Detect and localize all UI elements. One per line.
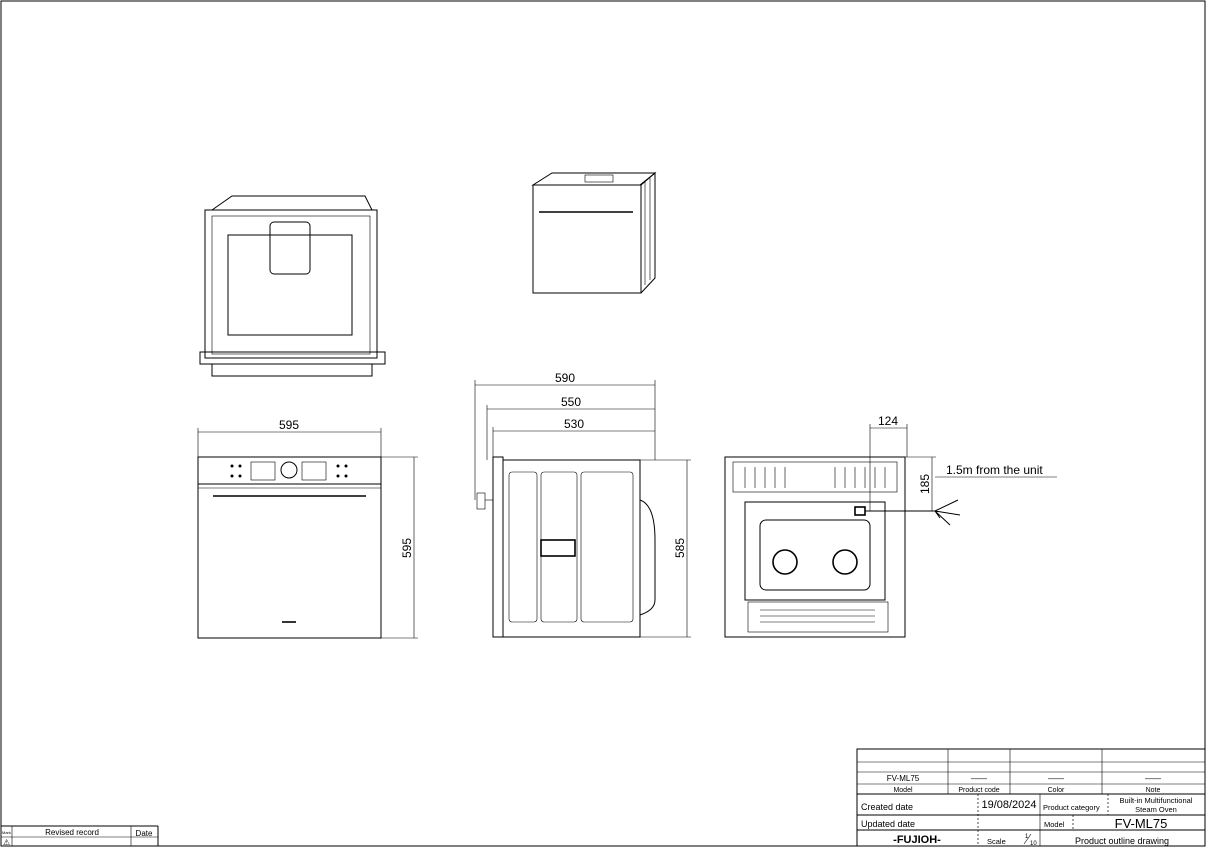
dim-side-height: 585: [673, 538, 687, 558]
created-date-label: Created date: [861, 802, 913, 812]
dim-side-inner: 530: [564, 417, 584, 431]
isometric-view: [531, 171, 657, 294]
dim-back-offset: 124: [878, 414, 898, 428]
product-category-value-1: Built-in Multifunctional: [1120, 796, 1193, 805]
revised-record-label: Revised record: [45, 828, 99, 837]
product-code-value: ——: [971, 774, 987, 783]
revision-block: Mark Revised record Date ⚠: [1, 825, 159, 847]
drawing-type: Product outline drawing: [1075, 836, 1169, 846]
color-value: ——: [1048, 774, 1064, 783]
revision-mark-icon: ⚠: [3, 838, 10, 847]
updated-date-label: Updated date: [861, 819, 915, 829]
note-value: ——: [1145, 774, 1161, 783]
control-buttons: [230, 464, 348, 478]
front-view: 595 595: [197, 418, 418, 639]
cable-length-note: 1.5m from the unit: [946, 463, 1043, 477]
side-view: 590 550 530 585: [474, 371, 691, 638]
scale-label: Scale: [987, 837, 1006, 846]
color-label: Color: [1048, 787, 1065, 794]
model-value-2: FV-ML75: [1115, 816, 1168, 831]
note-label: Note: [1146, 787, 1161, 794]
brand-logo: -FUJIOH-: [893, 834, 941, 846]
scale-numerator: 1: [1025, 834, 1029, 840]
mark-label: Mark: [2, 830, 11, 835]
date-label: Date: [136, 829, 153, 838]
dim-front-height: 595: [400, 538, 414, 558]
dim-side-total: 590: [555, 371, 575, 385]
model-label: Model: [893, 787, 913, 794]
dim-front-width: 595: [279, 418, 299, 432]
model-value: FV-ML75: [887, 774, 920, 783]
back-view: 124 185 1.5m from the unit: [724, 414, 1057, 638]
vent-slots: [744, 467, 886, 623]
dim-back-height: 185: [918, 474, 932, 494]
product-category-value-2: Steam Oven: [1135, 805, 1177, 814]
product-code-label: Product code: [958, 787, 999, 794]
model-label-2: Model: [1044, 820, 1065, 829]
product-category-label: Product category: [1043, 803, 1100, 812]
created-date-value: 19/08/2024: [981, 799, 1036, 811]
top-view: [199, 195, 386, 377]
dim-side-body: 550: [561, 395, 581, 409]
title-block: FV-ML75 —— —— —— Model Product code Colo…: [856, 748, 1206, 847]
scale-denominator: 10: [1030, 841, 1037, 847]
